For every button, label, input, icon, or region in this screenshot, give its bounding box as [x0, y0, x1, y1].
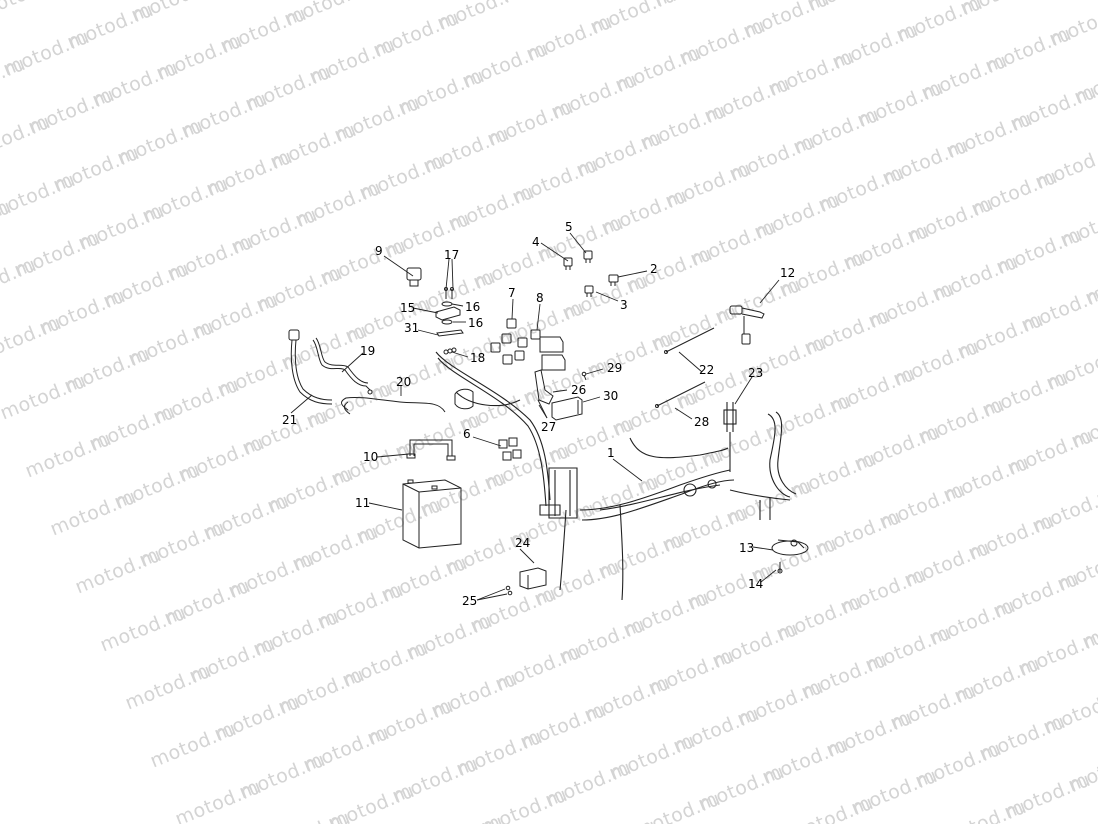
callout-horn[interactable]: 13: [739, 541, 755, 555]
screws-25[interactable]: [505, 585, 513, 596]
callout-screw-29[interactable]: 29: [607, 361, 623, 375]
nuts-16[interactable]: [441, 301, 453, 325]
starter-relay[interactable]: [406, 267, 422, 287]
callout-screws-25[interactable]: 25: [462, 594, 478, 608]
callout-fuse-holder[interactable]: 15: [400, 301, 416, 315]
screws-17[interactable]: [444, 287, 454, 300]
washers-18[interactable]: [443, 347, 457, 355]
callout-fuse-5[interactable]: 5: [565, 220, 573, 234]
leader-lines: [290, 232, 780, 601]
cable-tie-28[interactable]: [655, 381, 706, 408]
regulator[interactable]: [519, 567, 547, 590]
cable-tie-22[interactable]: [664, 327, 715, 354]
relay-block[interactable]: [498, 437, 522, 461]
callout-cable-tie-22[interactable]: 22: [699, 363, 715, 377]
callout-fuse-4[interactable]: 4: [532, 235, 540, 249]
callout-screws-17[interactable]: 17: [444, 248, 460, 262]
callout-battery-strap[interactable]: 10: [363, 450, 379, 464]
callout-bracket-26[interactable]: 26: [571, 383, 587, 397]
callout-cable-21[interactable]: 21: [282, 413, 298, 427]
callout-screw-27[interactable]: 27: [541, 420, 557, 434]
fuse-holder[interactable]: [435, 306, 461, 321]
callout-relay-block[interactable]: 6: [463, 427, 471, 441]
callout-switch-12[interactable]: 12: [780, 266, 796, 280]
callout-battery[interactable]: 11: [355, 496, 371, 510]
horn[interactable]: [771, 539, 809, 556]
connector-cover[interactable]: [454, 388, 474, 410]
callout-regulator[interactable]: 24: [515, 536, 531, 550]
callout-main-wiring-harness[interactable]: 1: [607, 446, 615, 460]
callout-control-unit[interactable]: 30: [603, 389, 619, 403]
callout-horn-bolt[interactable]: 14: [748, 577, 764, 591]
callout-cable-19[interactable]: 19: [360, 344, 376, 358]
cable-20[interactable]: [341, 397, 446, 415]
busbar-31[interactable]: [436, 329, 464, 337]
callout-fuse-3[interactable]: 3: [620, 298, 628, 312]
horn-bolt[interactable]: [777, 562, 783, 574]
main-wiring-harness[interactable]: [435, 351, 797, 601]
callout-washers-18[interactable]: 18: [470, 351, 486, 365]
callout-relay-7[interactable]: 7: [508, 286, 516, 300]
battery-strap[interactable]: [406, 439, 456, 461]
fuses[interactable]: [563, 250, 619, 297]
control-unit[interactable]: [551, 396, 583, 421]
screw-29[interactable]: [581, 371, 587, 381]
battery[interactable]: [402, 479, 462, 549]
callout-nut-16-upper[interactable]: 16: [465, 300, 481, 314]
cable-19[interactable]: [312, 337, 373, 395]
callout-starter-relay[interactable]: 9: [375, 244, 383, 258]
callout-busbar-31[interactable]: 31: [404, 321, 420, 335]
callout-nut-16-lower[interactable]: 16: [468, 316, 484, 330]
callout-cable-tie-28[interactable]: 28: [694, 415, 710, 429]
relays[interactable]: [490, 318, 566, 371]
switch-12[interactable]: [729, 305, 765, 345]
callout-switch-23[interactable]: 23: [748, 366, 764, 380]
bracket-26[interactable]: [534, 369, 554, 405]
callout-relay-8[interactable]: 8: [536, 291, 544, 305]
callout-cable-20[interactable]: 20: [396, 375, 412, 389]
cable-21[interactable]: [288, 329, 333, 405]
callout-fuse-2[interactable]: 2: [650, 262, 658, 276]
